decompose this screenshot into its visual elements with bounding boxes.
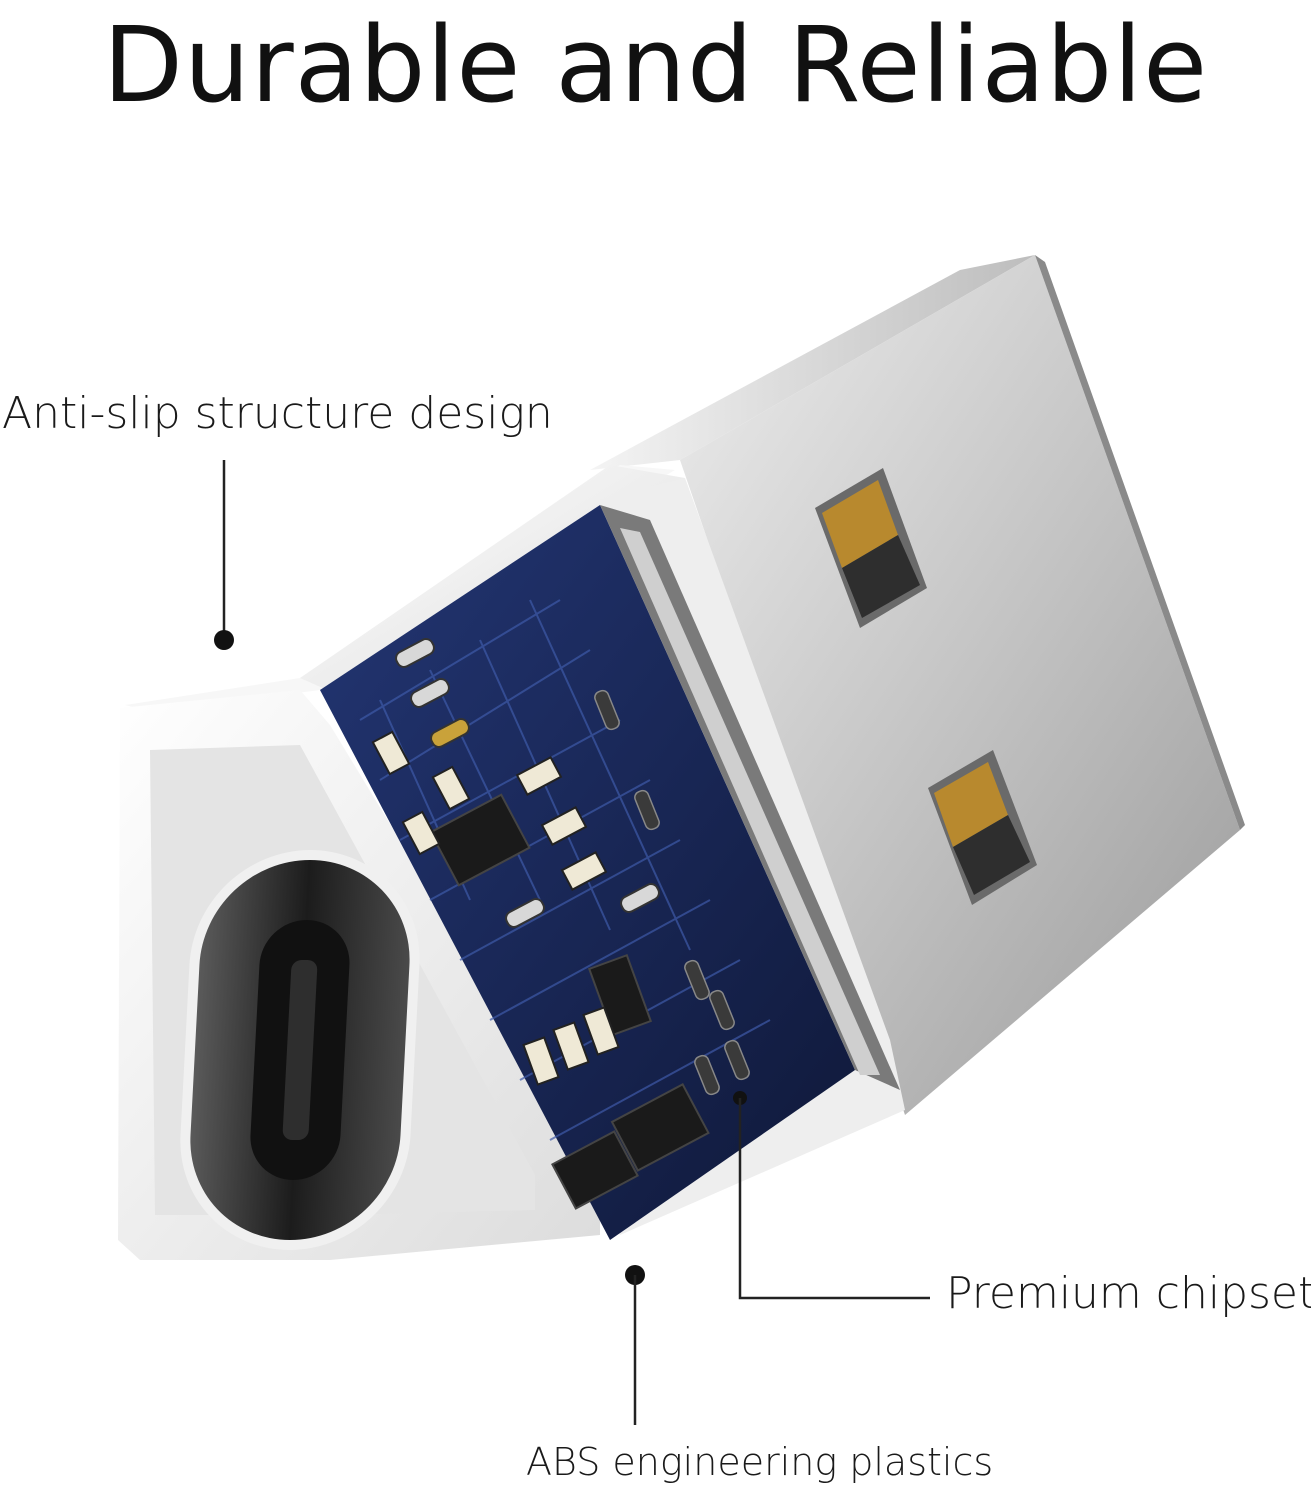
usb-a-plug-icon [590,255,1245,1115]
contact-window-upper [815,468,927,628]
callout-plastics-label: ABS engineering plastics [526,1440,994,1484]
callout-line-chipset [733,1091,930,1300]
callout-line-anti-slip [214,460,234,650]
usb-c-socket-icon [180,850,420,1250]
callout-line-plastics [625,1265,645,1425]
contact-window-lower [928,750,1037,905]
circuit-board-icon [320,505,900,1240]
page-title: Durable and Reliable [102,4,1209,126]
callout-chipset-label: Premium chipset [946,1268,1311,1319]
callout-anti-slip-label: Anti-slip structure design [2,388,553,439]
